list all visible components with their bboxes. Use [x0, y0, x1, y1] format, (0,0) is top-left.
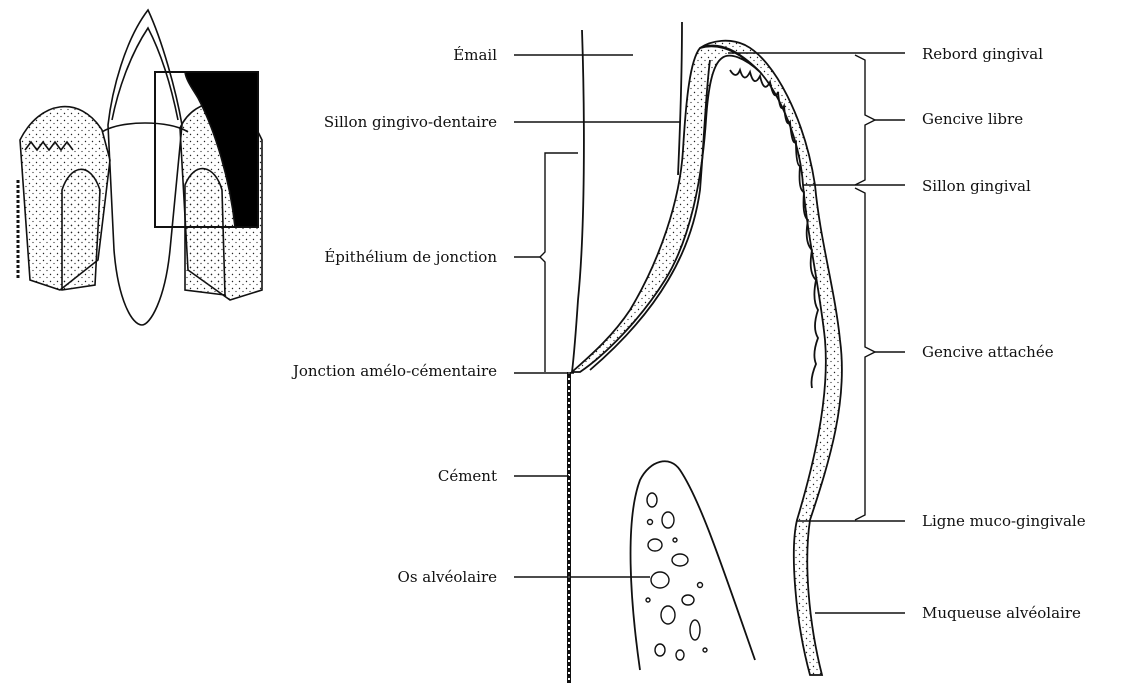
label-cement: Cément	[438, 467, 497, 485]
bone-trabeculae	[646, 493, 707, 660]
label-os-alveolaire: Os alvéolaire	[398, 568, 497, 586]
brace-epithelium	[540, 153, 578, 372]
label-ligne-muco-gingivale: Ligne muco-gingivale	[922, 512, 1086, 530]
label-gencive-libre: Gencive libre	[922, 110, 1023, 128]
leader-lines-left	[514, 55, 680, 577]
brace-gencive-attachee	[855, 188, 875, 520]
thumb-crown-inner	[112, 28, 178, 120]
thumb-bone-right	[185, 169, 225, 295]
thumb-bone-left	[62, 169, 100, 290]
label-jonction-amelo-cementaire: Jonction amélo-cémentaire	[293, 362, 497, 380]
rete-pegs	[730, 70, 818, 388]
gingiva-tissue	[700, 41, 842, 675]
brace-gencive-libre	[855, 55, 875, 185]
thumb-tooth-outline	[108, 10, 182, 325]
label-sillon-gingival: Sillon gingival	[922, 177, 1031, 195]
epithelium-band	[572, 46, 760, 372]
label-gencive-attachee: Gencive attachée	[922, 343, 1054, 361]
main-section	[514, 22, 905, 683]
dentin-boundary	[572, 30, 584, 372]
thumb-enamel-cej	[102, 123, 188, 132]
label-muqueuse-alveolaire: Muqueuse alvéolaire	[922, 604, 1081, 622]
label-epithelium-de-jonction: Épithélium de jonction	[324, 248, 497, 266]
enamel-surface	[678, 22, 682, 175]
overview-thumbnail	[18, 10, 262, 325]
label-sillon-gingivo-dentaire: Sillon gingivo-dentaire	[324, 113, 497, 131]
label-rebord-gingival: Rebord gingival	[922, 45, 1043, 63]
label-email: Émail	[453, 46, 497, 64]
